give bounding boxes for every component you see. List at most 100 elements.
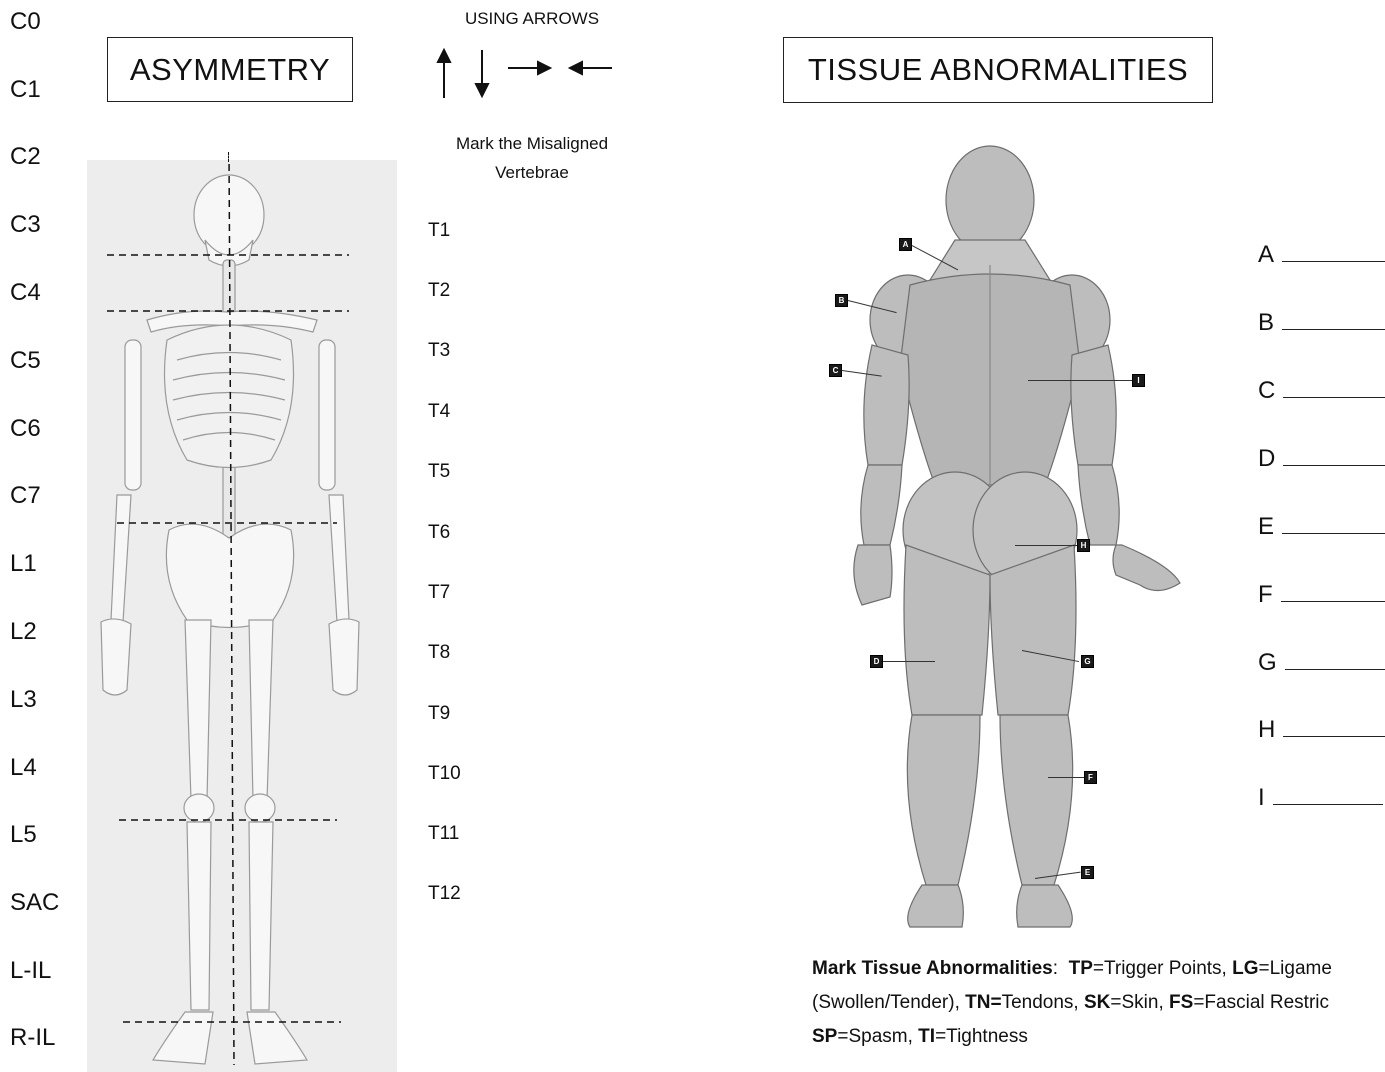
blank-i: I xyxy=(1258,784,1383,812)
asymmetry-title-text: ASYMMETRY xyxy=(130,52,330,88)
leader-d xyxy=(883,661,935,662)
blank-d: D xyxy=(1258,445,1385,473)
tissue-title-text: TISSUE ABNORMALITIES xyxy=(808,52,1188,88)
vertebra-label-l2: L2 xyxy=(10,618,37,646)
vertebra-label-c2: C2 xyxy=(10,143,41,171)
legend-line-2: (Swollen/Tender), TN=Tendons, SK=Skin, F… xyxy=(812,986,1385,1020)
blank-letter: D xyxy=(1258,445,1275,472)
arrows-instruction: Mark the Misaligned Vertebrae xyxy=(432,129,632,187)
blank-input-f[interactable] xyxy=(1281,583,1385,602)
legend-code-fs: FS xyxy=(1169,992,1193,1013)
thoracic-label-t8: T8 xyxy=(428,642,450,664)
vertebra-label-l-il: L-IL xyxy=(10,957,51,985)
blank-input-h[interactable] xyxy=(1283,718,1385,737)
legend-line-3: SP=Spasm, TI=Tightness xyxy=(812,1020,1385,1054)
leader-i xyxy=(1028,380,1132,381)
vertebra-label-c1: C1 xyxy=(10,76,41,104)
legend-desc-ti: Tightness xyxy=(946,1026,1028,1047)
muscle-body xyxy=(854,146,1180,927)
arrows-heading: USING ARROWS xyxy=(432,4,632,33)
thoracic-label-t11: T11 xyxy=(428,823,459,845)
blank-input-e[interactable] xyxy=(1282,515,1385,534)
thoracic-label-t4: T4 xyxy=(428,401,450,423)
blank-g: G xyxy=(1258,649,1385,677)
blank-letter: E xyxy=(1258,513,1274,540)
legend-desc-sk: Skin xyxy=(1122,992,1159,1013)
legend-code-ti: TI xyxy=(918,1026,935,1047)
thoracic-label-t1: T1 xyxy=(428,220,450,242)
muscle-figure xyxy=(840,145,1220,940)
blank-e: E xyxy=(1258,513,1385,541)
vertebra-label-l1: L1 xyxy=(10,550,37,578)
vertebra-label-c5: C5 xyxy=(10,347,41,375)
vertebra-label-c0: C0 xyxy=(10,8,41,36)
arrow-key xyxy=(430,48,620,100)
muscle-label-b: B xyxy=(835,294,848,307)
thoracic-label-t3: T3 xyxy=(428,340,450,362)
arrow-down-icon xyxy=(476,50,488,96)
legend-heading: Mark Tissue Abnormalities xyxy=(812,958,1053,979)
vertebra-label-c4: C4 xyxy=(10,279,41,307)
legend-desc-swollen: (Swollen/Tender) xyxy=(812,992,955,1013)
vertebra-label-c6: C6 xyxy=(10,415,41,443)
vertebra-label-c7: C7 xyxy=(10,482,41,510)
vertebra-label-l5: L5 xyxy=(10,821,37,849)
muscle-label-d: D xyxy=(870,655,883,668)
legend-desc-lg: Ligame xyxy=(1270,958,1332,979)
blank-c: C xyxy=(1258,377,1385,405)
thoracic-label-t7: T7 xyxy=(428,582,450,604)
muscle-label-c: C xyxy=(829,364,842,377)
thoracic-label-t9: T9 xyxy=(428,703,450,725)
blank-b: B xyxy=(1258,309,1385,337)
muscle-label-f: F xyxy=(1084,771,1097,784)
muscle-label-a: A xyxy=(899,238,912,251)
arrow-left-icon xyxy=(570,62,612,74)
blank-letter: F xyxy=(1258,581,1273,608)
muscle-label-g: G xyxy=(1081,655,1094,668)
legend-code-sp: SP xyxy=(812,1026,837,1047)
arrows-instruction-line1: Mark the Misaligned xyxy=(432,129,632,158)
thoracic-label-t2: T2 xyxy=(428,280,450,302)
legend-line-1: Mark Tissue Abnormalities: TP=Trigger Po… xyxy=(812,952,1385,986)
leader-h xyxy=(1015,545,1077,546)
vertebra-label-sac: SAC xyxy=(10,889,59,917)
leader-f xyxy=(1048,777,1084,778)
thoracic-label-t5: T5 xyxy=(428,461,450,483)
asymmetry-title: ASYMMETRY xyxy=(107,37,353,102)
legend-code-sk: SK xyxy=(1084,992,1110,1013)
thoracic-label-t12: T12 xyxy=(428,883,461,905)
muscle-label-e: E xyxy=(1081,866,1094,879)
blank-input-g[interactable] xyxy=(1285,651,1385,670)
vertebra-label-r-il: R-IL xyxy=(10,1024,55,1052)
midline-extension xyxy=(228,152,229,162)
legend-desc-tn: Tendons xyxy=(1002,992,1074,1013)
legend-desc-sp: Spasm xyxy=(848,1026,907,1047)
vertebra-label-c3: C3 xyxy=(10,211,41,239)
blank-letter: H xyxy=(1258,716,1275,743)
arrow-up-icon xyxy=(438,50,450,98)
legend-desc-fs: Fascial Restric xyxy=(1204,992,1329,1013)
blank-letter: G xyxy=(1258,649,1277,676)
blank-letter: C xyxy=(1258,377,1275,404)
skeleton-figure xyxy=(87,160,397,1072)
arrow-right-icon xyxy=(508,62,550,74)
blank-input-b[interactable] xyxy=(1282,311,1385,330)
blank-input-a[interactable] xyxy=(1282,243,1385,262)
legend-code-tp: TP xyxy=(1069,958,1093,979)
blank-input-d[interactable] xyxy=(1283,447,1385,466)
blank-input-c[interactable] xyxy=(1283,379,1385,398)
legend-desc-tp: Trigger Points xyxy=(1104,958,1222,979)
arrows-instruction-line2: Vertebrae xyxy=(432,158,632,187)
thoracic-label-t6: T6 xyxy=(428,522,450,544)
legend-code-tn: TN xyxy=(965,992,990,1013)
muscle-label-i: I xyxy=(1132,374,1145,387)
blank-input-i[interactable] xyxy=(1273,786,1383,805)
vertebra-label-l4: L4 xyxy=(10,754,37,782)
legend-code-lg: LG xyxy=(1232,958,1258,979)
blank-h: H xyxy=(1258,716,1385,744)
blank-letter: B xyxy=(1258,309,1274,336)
muscle-label-h: H xyxy=(1077,539,1090,552)
tissue-legend: Mark Tissue Abnormalities: TP=Trigger Po… xyxy=(812,952,1385,1054)
blank-letter: A xyxy=(1258,241,1274,268)
blank-letter: I xyxy=(1258,784,1265,811)
